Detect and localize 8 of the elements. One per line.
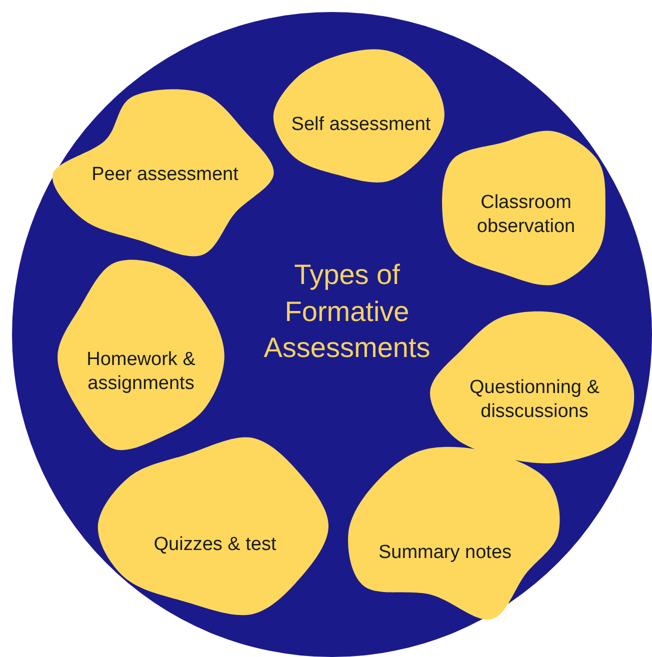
assessment-type-label: Peer assessment	[92, 163, 238, 187]
assessment-type-label: Questionning & disscussions	[468, 376, 600, 424]
assessment-type-label: Classroom observation	[476, 191, 576, 239]
assessment-type-label: Summary notes	[378, 541, 512, 565]
assessment-type-label: Homework & assignments	[86, 348, 196, 396]
assessment-type-label: Self assessment	[291, 113, 431, 137]
center-title: Types of Formative Assessments	[262, 258, 432, 366]
assessment-type-label: Quizzes & test	[154, 533, 276, 557]
